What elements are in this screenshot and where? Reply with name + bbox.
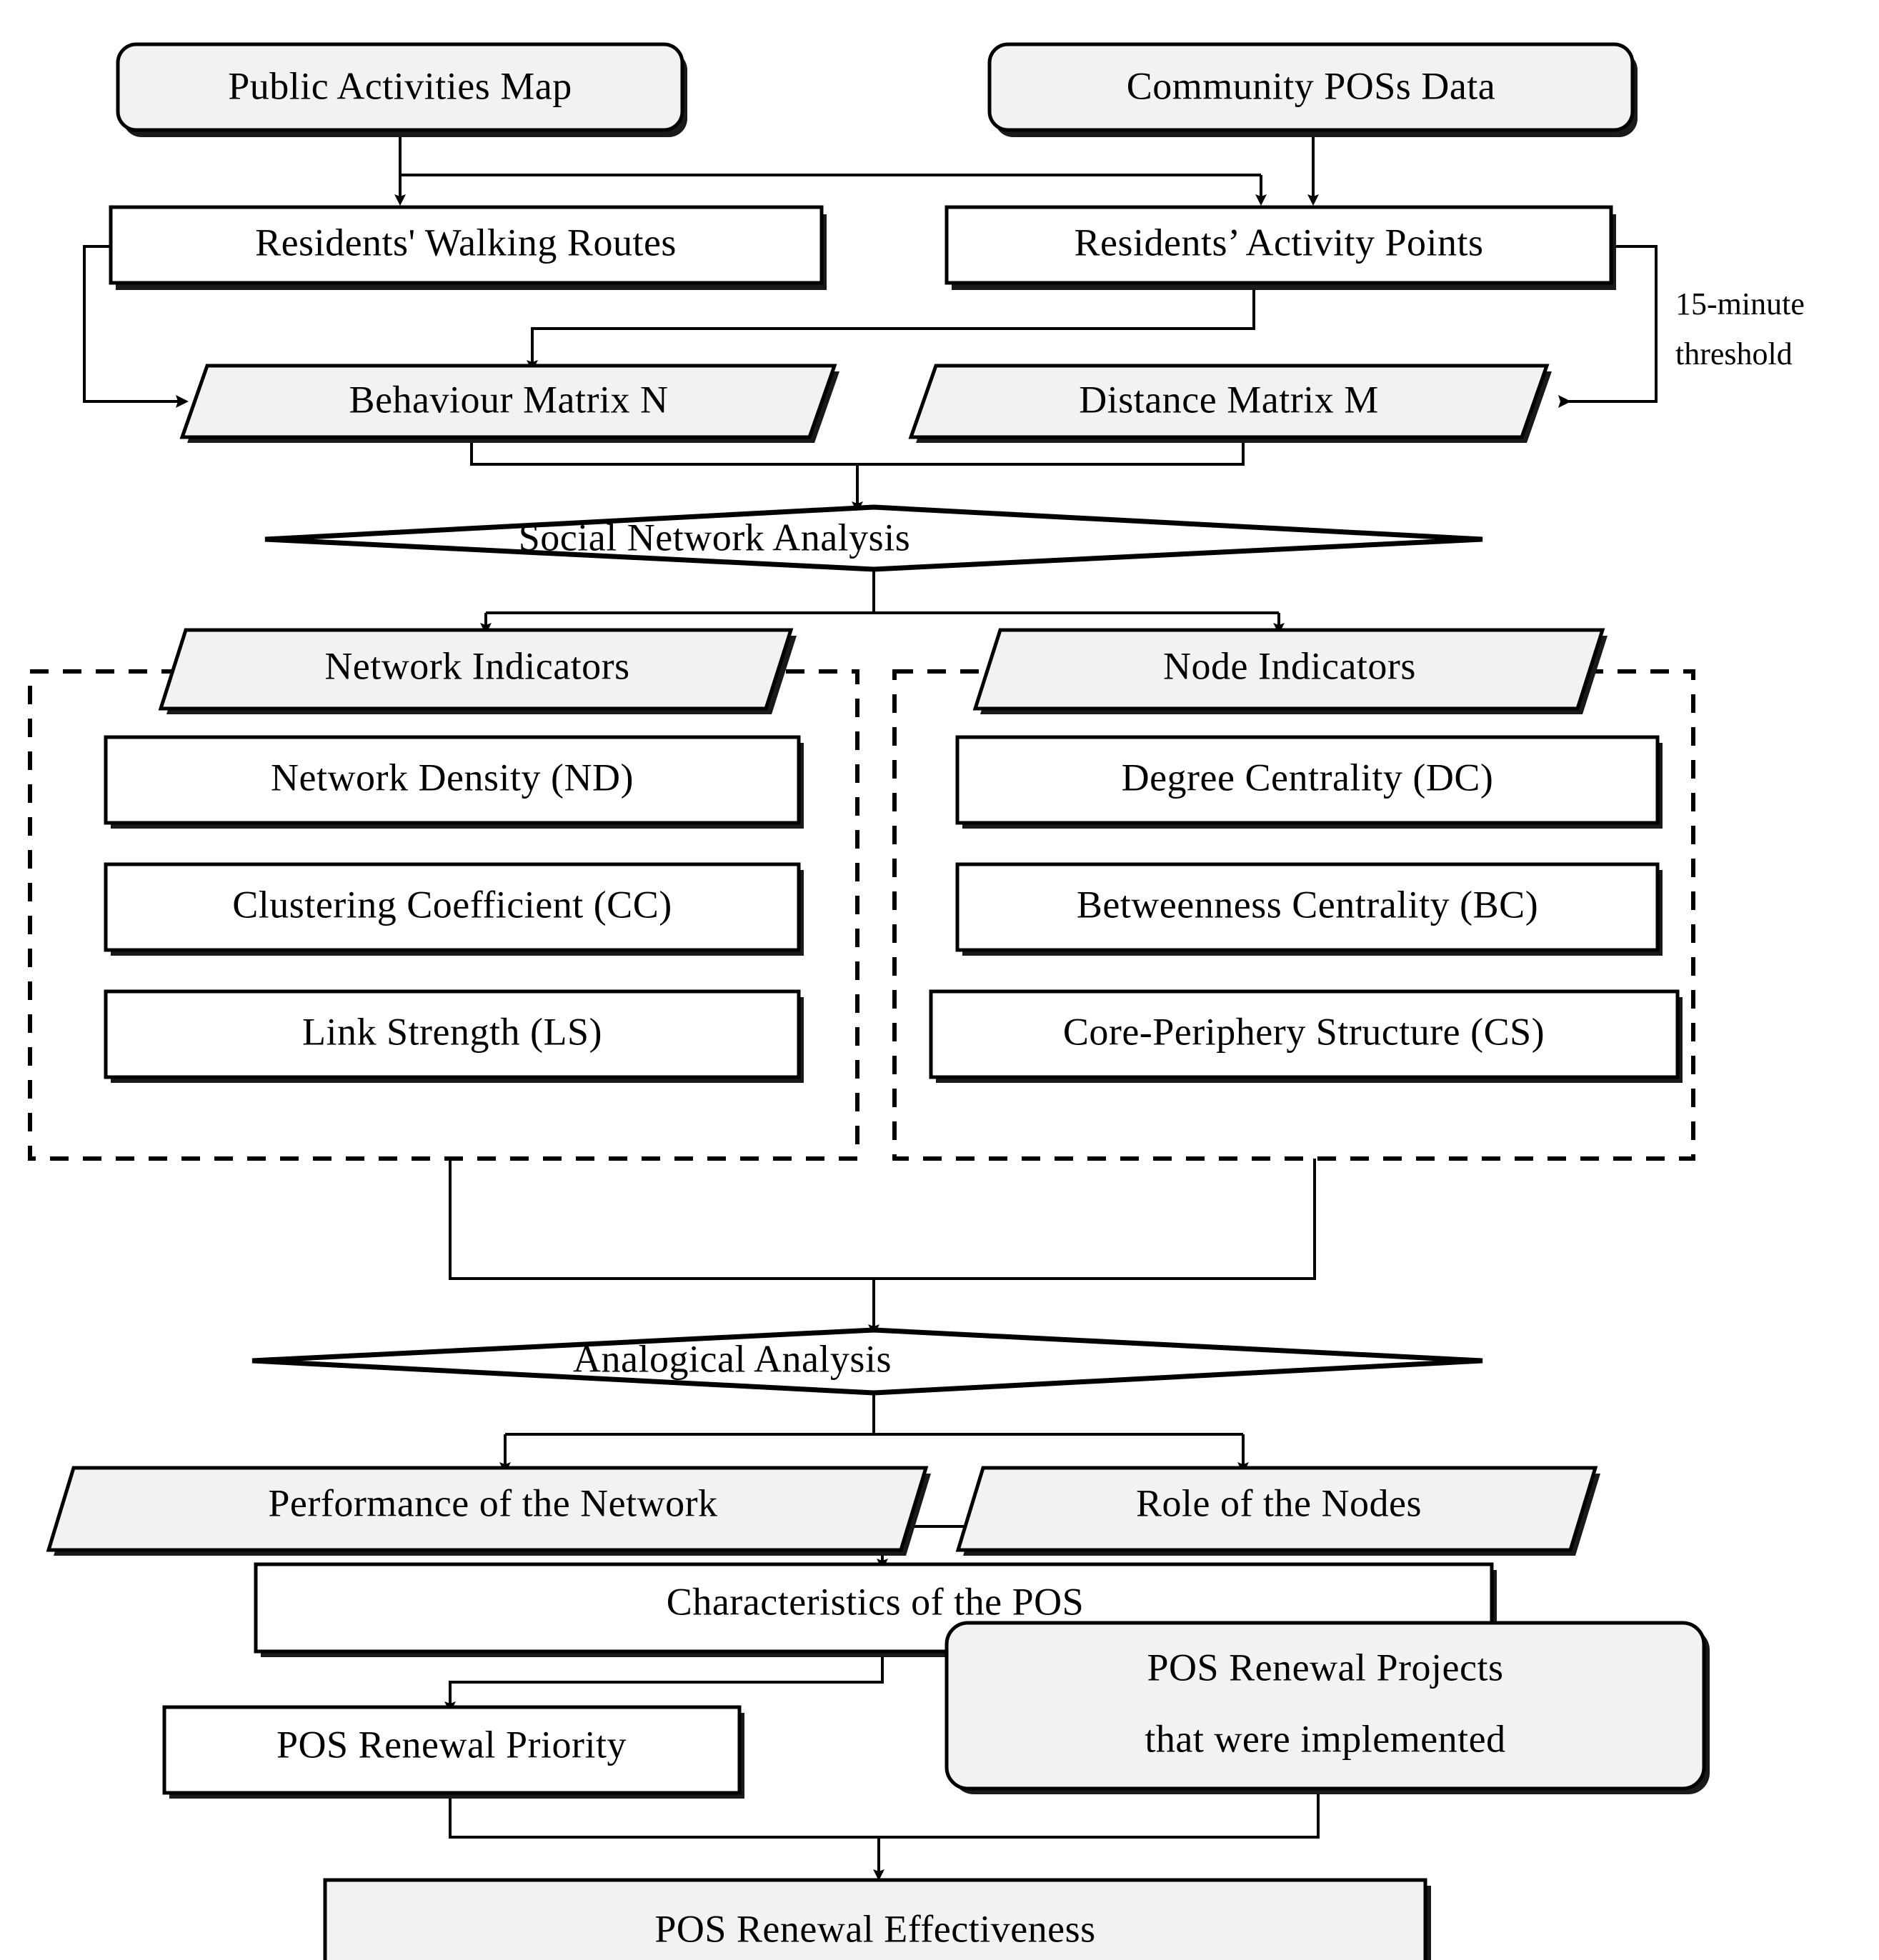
node-public-activities-map[interactable]: Public Activities Map [116,42,687,137]
node-analogical-analysis[interactable]: Analogical Analysis [251,1327,1483,1396]
node-residents-activity-points[interactable]: Residents’ Activity Points [945,205,1616,290]
node-label-behaviour-matrix-n: Behaviour Matrix N [349,378,669,421]
node-social-network-analysis[interactable]: Social Network Analysis [264,504,1483,572]
node-network-indicators[interactable]: Network Indicators [158,628,797,714]
node-degree-centrality[interactable]: Degree Centrality (DC) [955,735,1663,829]
node-label-link-strength: Link Strength (LS) [302,1010,602,1053]
node-pos-renewal-projects[interactable]: POS Renewal Projects that were implement… [945,1621,1710,1794]
node-betweenness-centrality[interactable]: Betweenness Centrality (BC) [955,862,1663,956]
node-clustering-coefficient[interactable]: Clustering Coefficient (CC) [104,862,804,956]
edge-label-threshold-line2: threshold [1675,336,1793,371]
node-label-clustering-coefficient: Clustering Coefficient (CC) [232,883,672,926]
node-label-characteristics-of-the-pos: Characteristics of the POS [667,1580,1084,1623]
node-label-pos-renewal-projects-line1: POS Renewal Projects [1147,1646,1504,1689]
node-node-indicators[interactable]: Node Indicators [972,628,1608,714]
connector-final-merge [449,1794,1320,1839]
connector-layer [83,136,1658,1881]
connector-pam-split [399,136,1261,176]
node-label-performance-of-the-network: Performance of the Network [268,1481,717,1524]
node-label-node-indicators: Node Indicators [1163,644,1416,687]
node-label-degree-centrality: Degree Centrality (DC) [1122,756,1494,799]
node-label-analogical-analysis: Analogical Analysis [573,1337,892,1380]
node-pos-renewal-effectiveness[interactable]: POS Renewal Effectiveness [323,1878,1431,1960]
node-label-betweenness-centrality: Betweenness Centrality (BC) [1077,883,1538,926]
node-label-network-density: Network Density (ND) [271,756,634,799]
node-role-of-the-nodes[interactable]: Role of the Nodes [955,1466,1600,1556]
node-residents-walking-routes[interactable]: Residents' Walking Routes [109,205,827,290]
node-label-residents-walking-routes: Residents' Walking Routes [255,221,677,264]
node-label-public-activities-map: Public Activities Map [228,64,572,107]
node-link-strength[interactable]: Link Strength (LS) [104,989,804,1083]
node-label-residents-activity-points: Residents’ Activity Points [1074,221,1483,264]
node-distance-matrix-m[interactable]: Distance Matrix M [908,364,1552,443]
node-performance-of-the-network[interactable]: Performance of the Network [46,1466,931,1556]
node-core-periphery-structure[interactable]: Core-Periphery Structure (CS) [929,989,1683,1083]
edge-label-threshold: 15-minute threshold [1675,286,1805,371]
node-network-density[interactable]: Network Density (ND) [104,735,804,829]
node-label-pos-renewal-effectiveness: POS Renewal Effectiveness [654,1907,1095,1950]
node-label-role-of-the-nodes: Role of the Nodes [1136,1481,1422,1524]
node-community-poss-data[interactable]: Community POSs Data [987,42,1638,137]
node-label-core-periphery-structure: Core-Periphery Structure (CS) [1063,1010,1545,1053]
connector-groups-merge [449,1159,1316,1280]
node-label-pos-renewal-priority: POS Renewal Priority [276,1723,627,1766]
node-label-community-poss-data: Community POSs Data [1127,64,1496,107]
edge-label-threshold-line1: 15-minute [1675,286,1805,321]
node-behaviour-matrix-n[interactable]: Behaviour Matrix N [179,364,839,443]
node-label-social-network-analysis: Social Network Analysis [519,516,910,559]
connector-characteristics-to-priority [444,1643,884,1713]
connector-walking-to-behaviour [83,245,189,408]
node-label-network-indicators: Network Indicators [324,644,629,687]
node-label-pos-renewal-projects-line2: that were implemented [1145,1717,1505,1760]
node-pos-renewal-priority[interactable]: POS Renewal Priority [162,1705,744,1799]
connector-activity-to-behaviour [527,286,1255,371]
connector-activity-to-distance [1558,245,1658,408]
node-label-distance-matrix-m: Distance Matrix M [1079,378,1378,421]
